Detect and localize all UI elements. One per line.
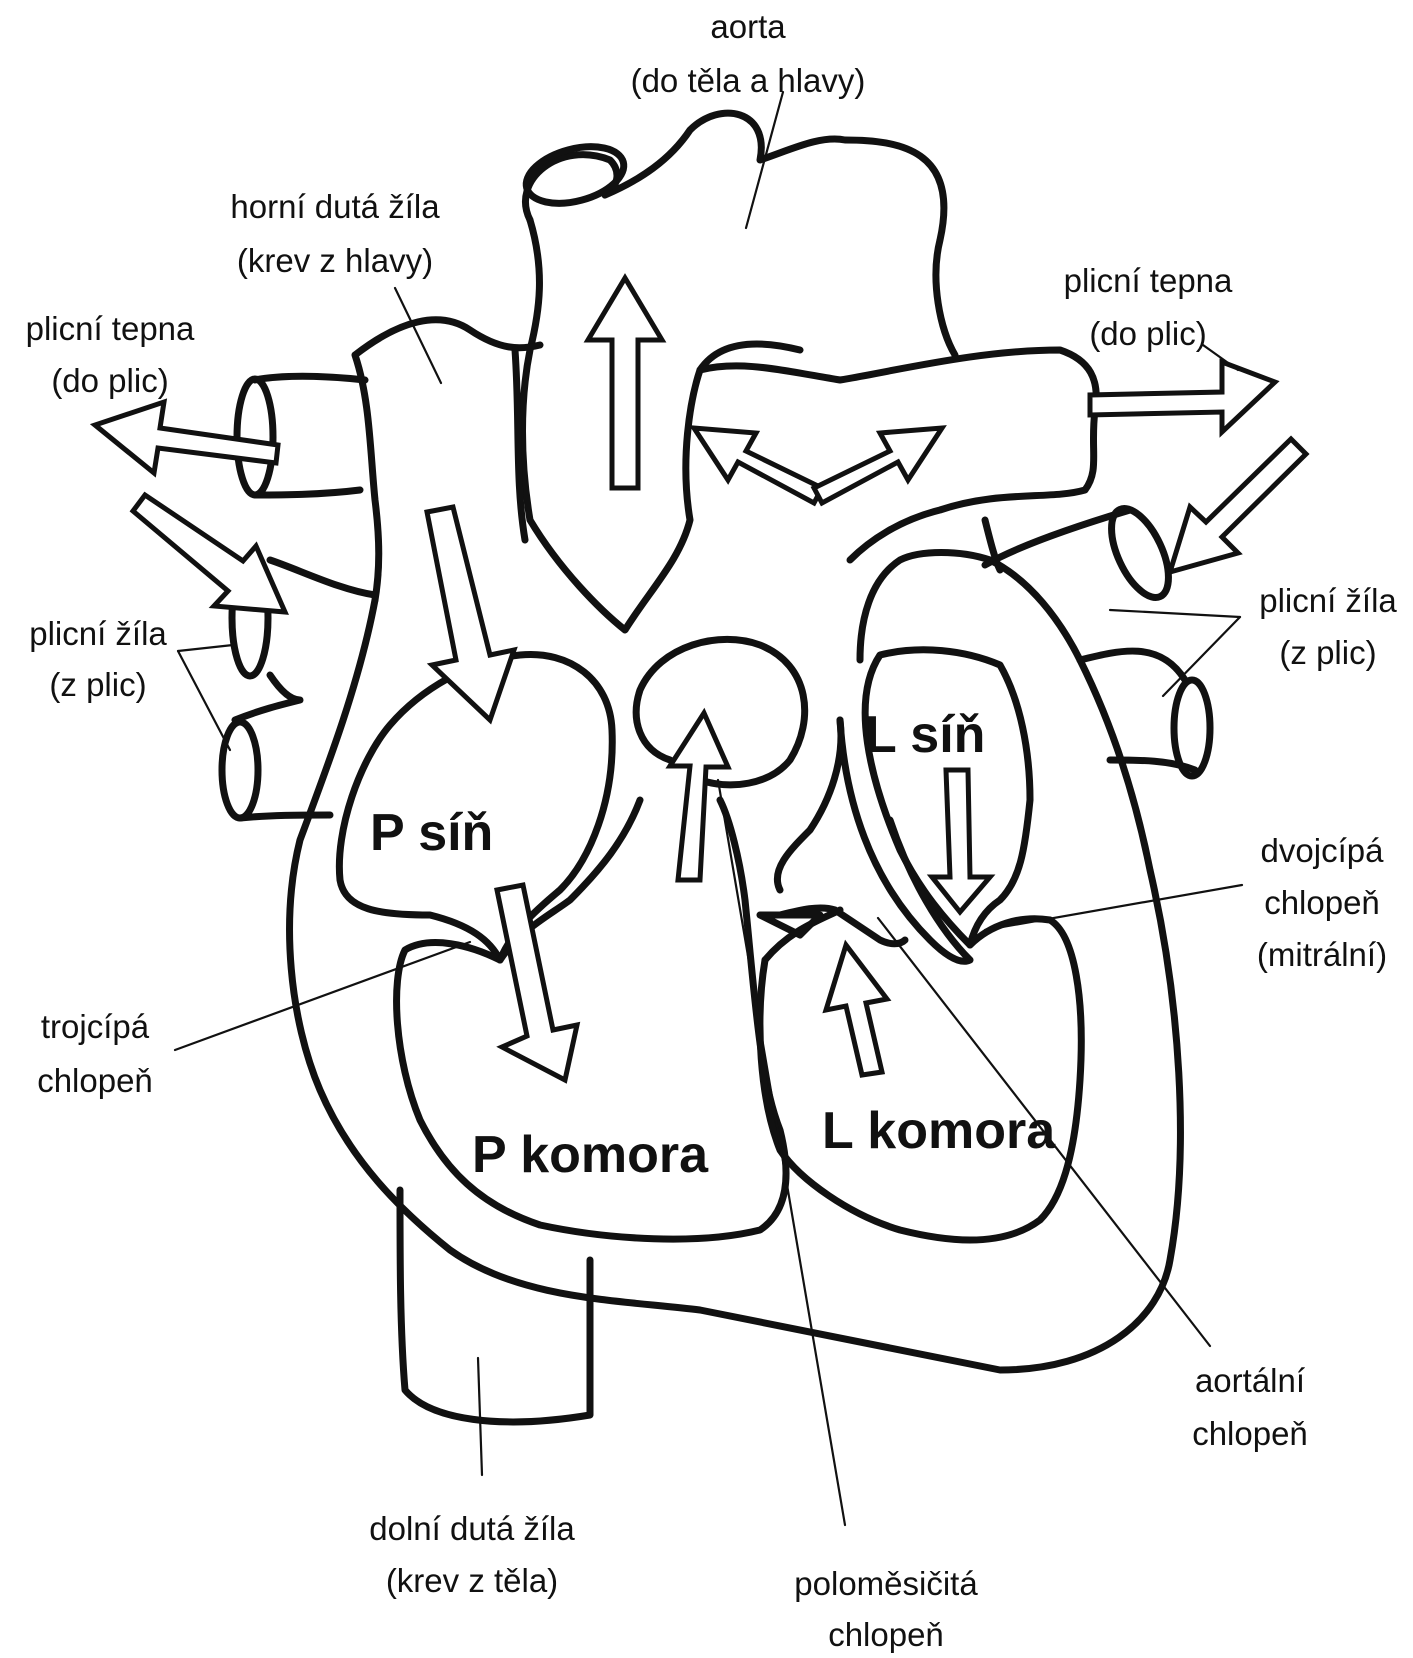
label-mitral-line3: (mitrální) bbox=[1257, 936, 1387, 973]
arrow-pulmonary-left bbox=[694, 428, 822, 503]
arrow-svc-down bbox=[427, 507, 514, 720]
label-aorta-line2: (do těla a hlavy) bbox=[631, 62, 866, 99]
label-tricuspid-line1: trojcípá bbox=[41, 1008, 150, 1045]
leader-aorta bbox=[746, 92, 783, 228]
label-tricuspid-line2: chlopeň bbox=[37, 1062, 153, 1099]
label-aortic-valve: aortální chlopeň bbox=[1192, 1362, 1308, 1452]
right-pv-lower-opening bbox=[1174, 680, 1210, 776]
arrow-lv-up bbox=[826, 945, 887, 1075]
label-pa-left-line1: plicní tepna bbox=[26, 310, 195, 347]
ascending-aorta bbox=[523, 220, 801, 630]
label-pulmonary-valve: poloměsičitá chlopeň bbox=[794, 1565, 978, 1653]
label-mitral-valve: dvojcípá chlopeň (mitrální) bbox=[1257, 832, 1387, 973]
label-pa-right-line2: (do plic) bbox=[1089, 315, 1206, 352]
leader-left-pv-1 bbox=[178, 645, 233, 651]
arrow-aorta-up bbox=[588, 278, 662, 488]
left-ventricle-outline bbox=[760, 919, 1081, 1240]
structure-labels: aorta (do těla a hlavy) horní dutá žíla … bbox=[26, 8, 1398, 1653]
label-pulmonary-vein-right: plicní žíla (z plic) bbox=[1259, 582, 1397, 671]
heart-body bbox=[290, 600, 1181, 1370]
left-pa-opening bbox=[237, 379, 273, 495]
label-pa-right-line1: plicní tepna bbox=[1064, 262, 1233, 299]
label-aorta: aorta (do těla a hlavy) bbox=[631, 8, 866, 99]
label-pv-right-line1: plicní žíla bbox=[1259, 582, 1397, 619]
label-pv-right-line2: (z plic) bbox=[1279, 634, 1376, 671]
label-aorta-line1: aorta bbox=[710, 8, 786, 45]
inferior-vena-cava bbox=[400, 1190, 590, 1422]
label-pv-left-line2: (z plic) bbox=[49, 666, 146, 703]
label-mitral-line1: dvojcípá bbox=[1261, 832, 1385, 869]
leader-mitral bbox=[985, 885, 1242, 930]
label-aortic-line2: chlopeň bbox=[1192, 1415, 1308, 1452]
arrow-left-pv-in bbox=[133, 495, 285, 612]
label-pulmonary-valve-line2: chlopeň bbox=[828, 1616, 944, 1653]
label-pa-left-line2: (do plic) bbox=[51, 362, 168, 399]
label-tricuspid-valve: trojcípá chlopeň bbox=[37, 1008, 153, 1099]
label-aortic-line1: aortální bbox=[1195, 1362, 1305, 1399]
heart-inner-wall bbox=[860, 553, 1080, 661]
label-inferior-vena-cava: dolní dutá žíla (krev z těla) bbox=[369, 1510, 575, 1599]
label-right-ventricle: P komora bbox=[472, 1126, 709, 1184]
label-pulmonary-valve-line1: poloměsičitá bbox=[794, 1565, 978, 1602]
leader-right-pv-1 bbox=[1110, 610, 1240, 617]
label-svc-line1: horní dutá žíla bbox=[230, 188, 440, 225]
arrow-rv-up bbox=[670, 713, 728, 880]
label-mitral-line2: chlopeň bbox=[1264, 884, 1380, 921]
label-superior-vena-cava: horní dutá žíla (krev z hlavy) bbox=[230, 188, 440, 279]
leader-ivc bbox=[478, 1358, 482, 1475]
label-right-atrium: P síň bbox=[370, 804, 493, 862]
leader-left-pv-2 bbox=[178, 651, 230, 750]
arrow-la-down bbox=[932, 770, 990, 912]
label-svc-line2: (krev z hlavy) bbox=[237, 242, 433, 279]
arrow-right-pv-in bbox=[1170, 439, 1306, 572]
leader-svc bbox=[395, 288, 441, 383]
left-pv-lower-opening bbox=[222, 722, 258, 818]
valve-notch bbox=[760, 915, 820, 935]
label-ivc-line2: (krev z těla) bbox=[386, 1562, 558, 1599]
right-pv-upper-opening bbox=[1100, 500, 1180, 606]
label-left-atrium: L síň bbox=[865, 706, 985, 764]
label-pv-left-line1: plicní žíla bbox=[29, 615, 167, 652]
arrow-left-pa-out bbox=[95, 402, 278, 473]
label-left-ventricle: L komora bbox=[822, 1102, 1056, 1160]
label-pulmonary-artery-left: plicní tepna (do plic) bbox=[26, 310, 195, 399]
arrow-right-pa-out bbox=[1090, 362, 1275, 432]
label-pulmonary-vein-left: plicní žíla (z plic) bbox=[29, 615, 167, 703]
leader-tricuspid bbox=[175, 942, 470, 1050]
label-ivc-line1: dolní dutá žíla bbox=[369, 1510, 575, 1547]
label-pulmonary-artery-right: plicní tepna (do plic) bbox=[1064, 262, 1233, 352]
arrow-pulmonary-right bbox=[814, 428, 942, 503]
